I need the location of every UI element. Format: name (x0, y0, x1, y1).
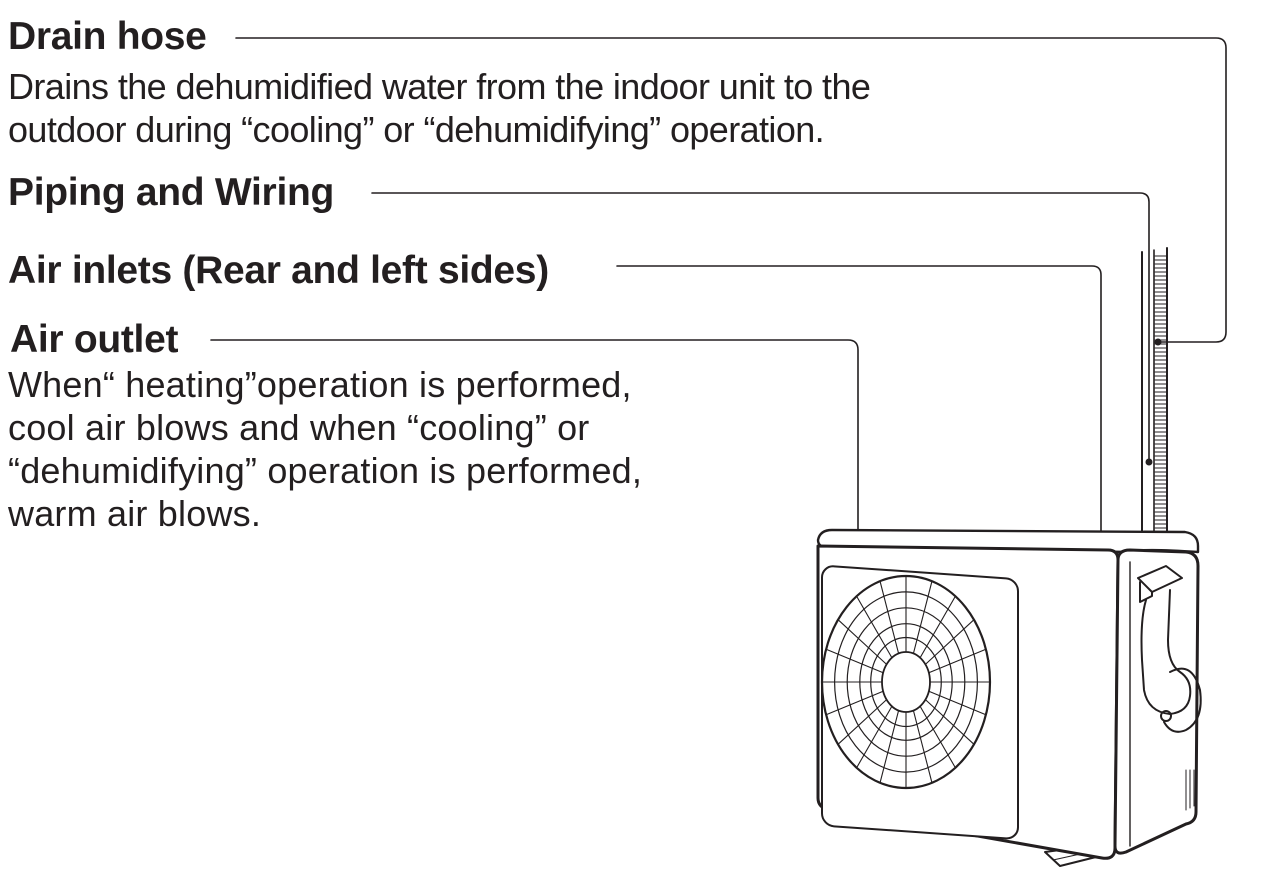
fan-guard-spoke (879, 709, 900, 784)
piping-wiring-leader-dot (1145, 458, 1153, 466)
pipe-ribbing (1154, 255, 1167, 533)
air-outlet-description-line: cool air blows and when “cooling” or (8, 407, 590, 448)
air-outlet-description-line: When“ heating”operation is performed, (8, 364, 632, 405)
fan-guard-spoke (825, 648, 884, 674)
drain-hose-description: Drains the dehumidified water from the i… (8, 65, 871, 151)
piping-wiring-title: Piping and Wiring (8, 171, 335, 214)
drain-hose-description-line: Drains the dehumidified water from the i… (8, 66, 871, 107)
leader-lines (210, 37, 1227, 594)
drain-hose-title: Drain hose (8, 15, 207, 58)
fan-guard-spoke (856, 595, 893, 659)
fan-guard-spoke (924, 619, 975, 665)
piping-wiring-leader-line (371, 192, 1150, 463)
fan-guard (820, 574, 992, 790)
service-valve-cover (1137, 565, 1202, 733)
air-outlet-description-line: “dehumidifying” operation is performed, (8, 450, 643, 491)
fan-guard-spoke (912, 580, 933, 655)
air-outlet-title: Air outlet (10, 318, 179, 361)
fan-guard-spoke (837, 699, 888, 745)
air-outlet-description: When“ heating”operation is performed, co… (8, 363, 642, 535)
fan-guard-spoke (924, 699, 975, 745)
drain-hose-leader-line (235, 37, 1227, 343)
fan-guard-spoke (856, 705, 893, 769)
fan-guard-spoke (837, 619, 888, 665)
fan-guard-spoke (912, 709, 933, 784)
outdoor-unit-body (816, 528, 1202, 867)
drain-hose-description-line: outdoor during “cooling” or “dehumidifyi… (8, 109, 825, 150)
fan-guard-spoke (928, 690, 987, 716)
fan-guard-spoke (879, 580, 900, 655)
air-inlets-title: Air inlets (Rear and left sides) (8, 249, 549, 292)
fan-guard-spoke (825, 690, 884, 716)
side-vents (1185, 769, 1195, 811)
fan-guard-spoke (928, 648, 987, 674)
fan-hub (881, 651, 931, 713)
air-outlet-leader-line (210, 339, 859, 591)
air-outlet-description-line: warm air blows. (8, 493, 262, 534)
fan-guard-spoke (919, 705, 956, 769)
fan-guard-spoke (919, 595, 956, 659)
drain-hose-pipe (1141, 247, 1168, 541)
air-inlets-leader-line (616, 265, 1102, 535)
